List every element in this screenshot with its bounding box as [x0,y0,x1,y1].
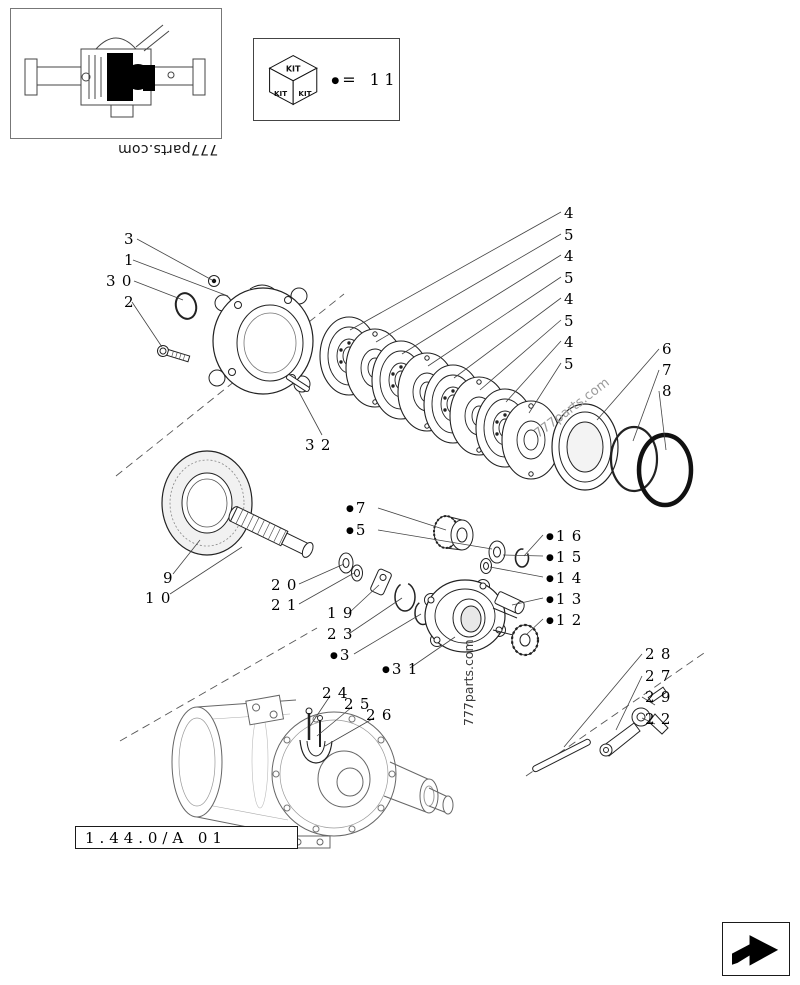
part-callout: 4 [564,333,580,351]
kit-label-left: KIT [274,89,287,98]
brake-housing [208,284,314,395]
kit-bullet-icon: ● [331,76,340,86]
construction-lines [115,293,708,777]
part-callout: 5 [564,226,580,244]
part-callout: 9 [163,569,179,587]
axle-housing [171,694,454,849]
part-callout: ●3 [330,646,356,664]
part-callout: 7 [662,361,678,379]
kit-cube-icon: KIT KIT KIT [268,54,318,105]
part-callout: 26 [366,706,398,724]
piston-ring [551,403,619,491]
part-callout: 32 [305,436,337,454]
control-rod [532,738,591,773]
kit-label-top: KIT [286,64,301,73]
next-page-button[interactable] [722,922,790,976]
washers-and-rings [480,540,530,574]
next-page-arrow-icon [732,935,779,966]
seal-ring [161,450,253,556]
part-callout: 21 [271,596,303,614]
model-thumbnail [10,8,222,139]
part-callout: ●13 [546,590,588,608]
part-callout: 3 [124,230,140,248]
part-callout: 8 [662,382,678,400]
part-callout: 22 [645,710,677,728]
axle-schematic [24,24,206,118]
dowel-pin [285,374,310,392]
part-callout: 23 [327,625,359,643]
splined-shaft [228,506,314,558]
part-callout: ●14 [546,569,588,587]
part-callout: 27 [645,667,677,685]
part-callout: 2 [124,293,140,311]
part-callout: 25 [344,695,376,713]
part-callout: 4 [564,204,580,222]
part-callout: 5 [564,312,580,330]
part-callout: 28 [645,645,677,663]
bolt [157,345,191,363]
highlighted-section [107,53,155,101]
shift-fork [299,707,333,764]
plug [208,275,220,287]
part-callout: 6 [662,340,678,358]
part-callout: ●31 [382,660,424,678]
part-callout: 20 [271,576,303,594]
part-callout: ●12 [546,611,588,629]
part-callout: ●7 [346,499,372,517]
part-callout: 30 [106,272,138,290]
part-callout: 4 [564,290,580,308]
diff-lock-body [424,579,518,653]
kit-rule-text: = 11 [342,70,399,89]
part-callout: 19 [327,604,359,622]
part-callout: 5 [564,355,580,373]
drawing-code-box: 1.44.0/A 01 [75,826,298,849]
leader-lines [131,211,667,748]
part-callout: 1 [124,251,140,269]
part-callout: 24 [322,684,354,702]
part-callout: 4 [564,247,580,265]
part-callout: ●15 [546,548,588,566]
drawing-code: 1.44.0/A 01 [85,828,227,847]
o-ring-30 [174,292,198,320]
part-callout: 10 [145,589,177,607]
part-callout: 29 [645,688,677,706]
part-callout: ●16 [546,527,588,545]
kit-rule: ●= 11 [331,70,399,89]
part-callout: 5 [564,269,580,287]
brake-disc-stack [319,316,561,480]
small-gear [510,623,540,657]
kit-legend: KIT KIT KIT ●= 11 [253,38,400,121]
lever-assembly [599,686,669,757]
part-callout: ●5 [346,521,372,539]
o-ring-8 [636,432,694,508]
roll-pin [494,591,525,615]
watermark-vertical: 777parts.com [461,639,476,726]
o-ring-7 [609,425,659,493]
kit-label-right: KIT [298,89,311,98]
